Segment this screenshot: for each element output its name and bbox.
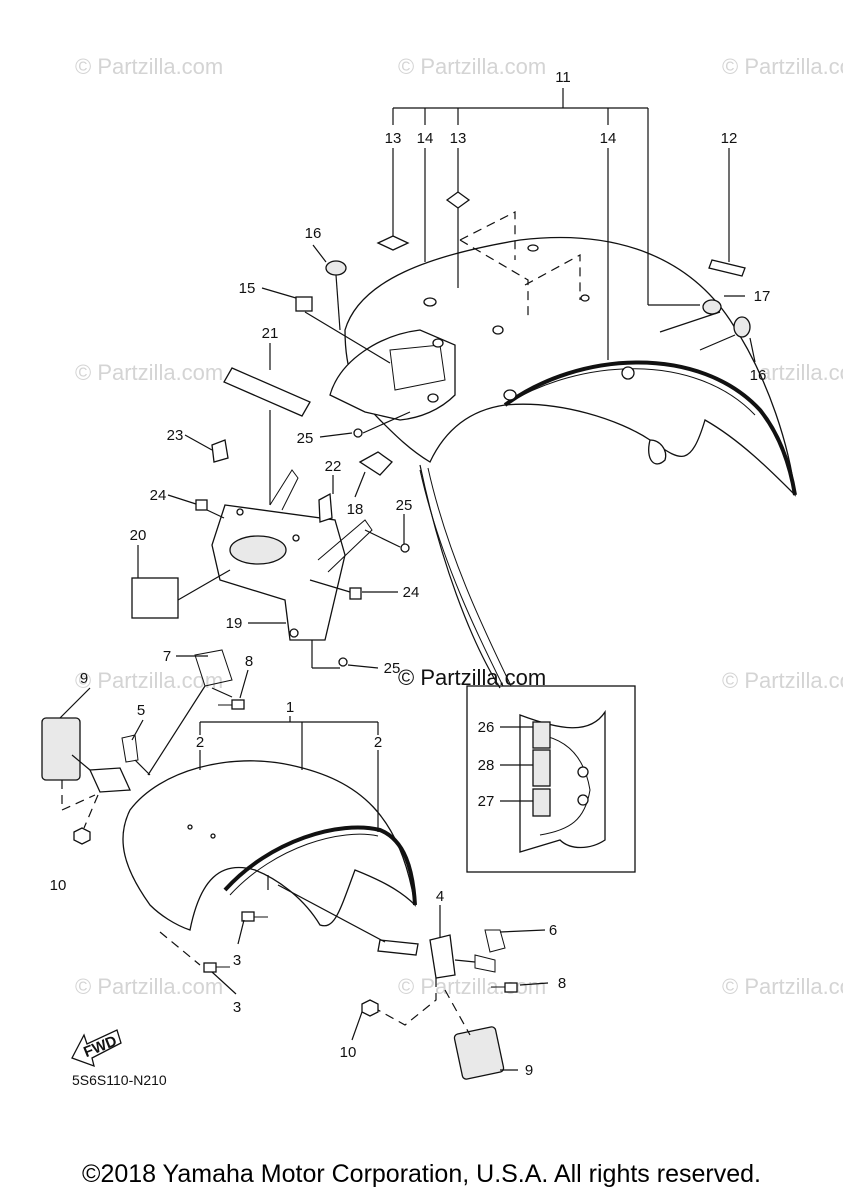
watermark: © Partzilla.com [75, 54, 223, 79]
callout-4: 4 [436, 888, 444, 905]
callout-11: 11 [555, 69, 571, 86]
leader-lines [59, 88, 756, 1071]
fwd-arrow: FWD [71, 1029, 122, 1068]
nut-10-right [361, 999, 379, 1017]
callout-28: 28 [478, 757, 495, 774]
plate-18 [358, 451, 393, 476]
callout-14: 14 [600, 130, 617, 147]
callout-24: 24 [403, 584, 420, 601]
callout-27: 27 [478, 793, 495, 810]
callout-3: 3 [233, 999, 241, 1016]
watermark: © Partzilla.com [75, 360, 223, 385]
callout-25: 25 [396, 497, 413, 514]
callout-5: 5 [137, 702, 145, 719]
grommet-16-top [325, 260, 347, 276]
callout-19: 19 [226, 615, 243, 632]
parts-diagram: © Partzilla.com © Partzilla.com © Partzi… [41, 54, 843, 1080]
screw-25-top [353, 428, 363, 438]
callout-25: 25 [384, 660, 401, 677]
callout-2: 2 [196, 734, 204, 751]
watermark: © Partzilla.com [398, 54, 546, 79]
front-brackets [89, 649, 506, 979]
callout-8: 8 [558, 975, 566, 992]
callout-10: 10 [340, 1044, 357, 1061]
callout-12: 12 [721, 130, 738, 147]
nut-10-left [73, 827, 91, 845]
bolt-8-upper [218, 699, 245, 710]
callout-15: 15 [239, 280, 256, 297]
pad-24-right [349, 587, 362, 600]
inset-detail [466, 685, 636, 873]
plate-13-upper [445, 191, 471, 209]
watermark: © Partzilla.com [398, 974, 546, 999]
callout-25: 25 [297, 430, 314, 447]
diagram-code: 5S6S110-N210 [72, 1072, 167, 1088]
callout-1: 1 [286, 699, 294, 716]
watermark: © Partzilla.com [722, 974, 843, 999]
plate-12 [708, 259, 746, 277]
grommet-17 [702, 299, 722, 315]
reflector-9-right [453, 1026, 505, 1080]
callout-22: 22 [325, 458, 342, 475]
callout-6: 6 [549, 922, 557, 939]
callout-9: 9 [525, 1062, 533, 1079]
callout-8: 8 [245, 653, 253, 670]
copyright-notice: ©2018 Yamaha Motor Corporation, U.S.A. A… [82, 1160, 761, 1188]
plate-23 [211, 439, 229, 463]
callout-18: 18 [347, 501, 364, 518]
plate-21 [223, 367, 311, 417]
callout-13: 13 [385, 130, 402, 147]
bolt-3-upper [241, 911, 268, 922]
rear-fender [329, 236, 797, 691]
pad-24-left [195, 499, 208, 511]
front-fender [122, 760, 417, 931]
callout-23: 23 [167, 427, 184, 444]
plate-20 [131, 577, 179, 619]
reflector-9-left [41, 717, 81, 781]
callout-17: 17 [754, 288, 771, 305]
callout-20: 20 [130, 527, 147, 544]
callout-9: 9 [80, 670, 88, 687]
callout-10: 10 [50, 877, 67, 894]
watermark: © Partzilla.com [722, 54, 843, 79]
callout-16: 16 [750, 367, 767, 384]
tail-bracket [211, 469, 373, 641]
watermark: © Partzilla.com [75, 668, 223, 693]
callout-24: 24 [150, 487, 167, 504]
callout-21: 21 [262, 325, 279, 342]
watermark: © Partzilla.com [75, 974, 223, 999]
callout-2: 2 [374, 734, 382, 751]
fwd-label: FWD [81, 1032, 119, 1061]
plate-13-lower [376, 235, 410, 251]
callout-13: 13 [450, 130, 467, 147]
callout-14: 14 [417, 130, 434, 147]
grommet-16-right [733, 316, 751, 338]
screw-25-bottom [338, 657, 348, 667]
watermark: © Partzilla.com [722, 668, 843, 693]
callout-7: 7 [163, 648, 171, 665]
callout-16: 16 [305, 225, 322, 242]
clip-15 [295, 296, 313, 312]
bolt-8-lower [491, 982, 518, 993]
callout-26: 26 [478, 719, 495, 736]
center-watermark: © Partzilla.com [398, 665, 547, 690]
callout-3: 3 [233, 952, 241, 969]
callouts: 11 13 14 13 14 12 16 17 16 15 21 25 23 2… [50, 69, 771, 1079]
bolt-3-lower [203, 962, 230, 973]
screw-25-mid [400, 543, 410, 553]
plate-22 [318, 492, 333, 523]
